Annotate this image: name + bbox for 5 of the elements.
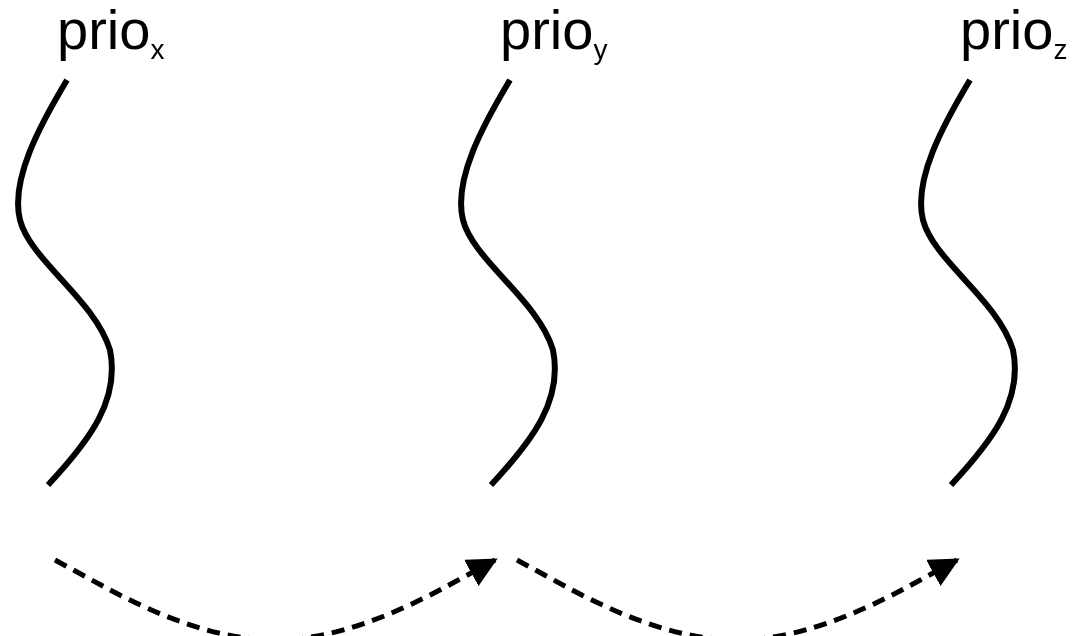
thread-label: prio$_{y}$ bbox=[500, 0, 608, 67]
dashed-arrow bbox=[53, 557, 498, 636]
thread-label: prio$_{z}$ bbox=[960, 0, 1068, 67]
thread-label: prio$_{x}$ bbox=[57, 0, 165, 67]
dashed-arrow bbox=[515, 557, 960, 636]
